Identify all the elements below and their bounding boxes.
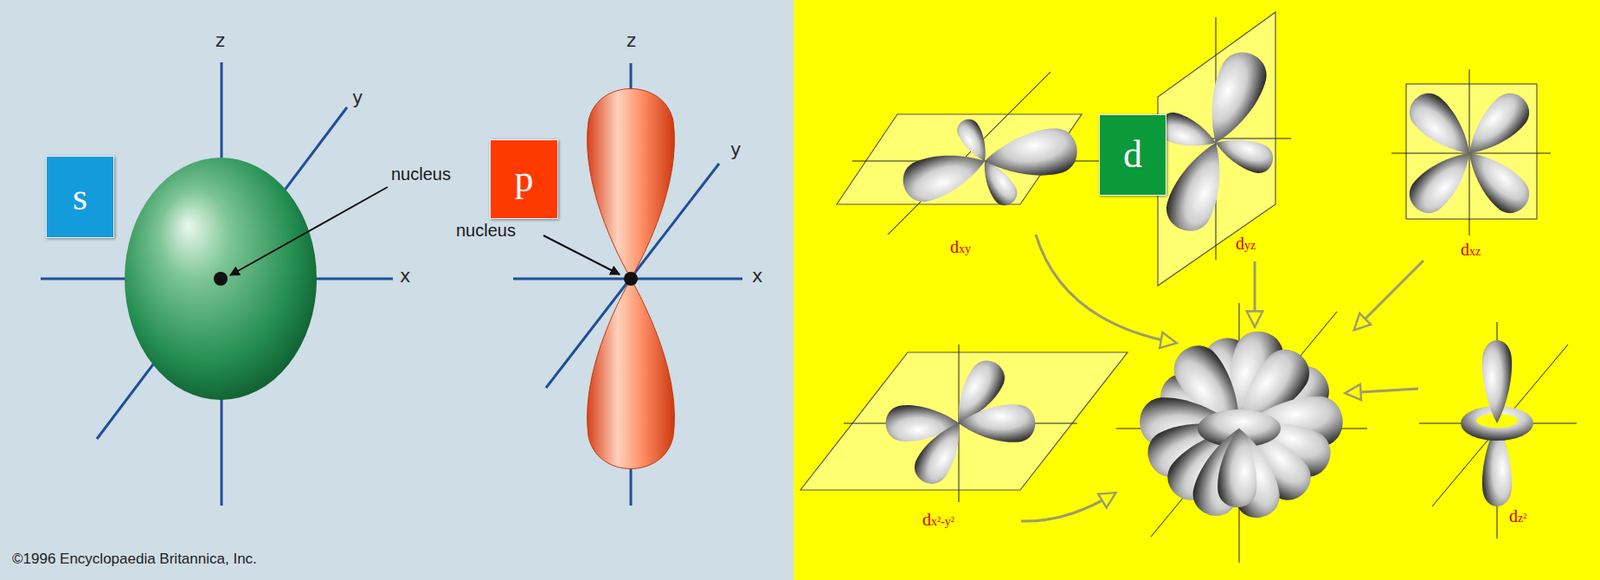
lobe [1482, 340, 1512, 424]
dx2y2-orbital [800, 344, 1128, 502]
lobe [1456, 140, 1537, 221]
combine-arrow [1346, 388, 1419, 393]
p-badge: p [489, 139, 559, 219]
nucleus-label: nucleus [456, 220, 516, 240]
s-badge: s [45, 155, 115, 238]
axis-label: x [751, 266, 763, 287]
axis-label: z [626, 31, 637, 52]
lobe [1194, 44, 1274, 152]
leader-line [230, 186, 388, 276]
lobe [908, 414, 974, 490]
lobe [981, 125, 1080, 185]
combine-arrows [1021, 234, 1424, 521]
combine-arrow [1355, 260, 1424, 329]
lobe [1217, 422, 1286, 523]
copyright-text: ©1996 Encyclopaedia Britannica, Inc. [12, 551, 258, 568]
axis-label: z [215, 31, 225, 52]
left-panel [0, 0, 794, 580]
leader-line [543, 235, 620, 275]
plane [800, 352, 1128, 490]
y-axis [96, 107, 347, 439]
orbital-label: dz² [1509, 506, 1527, 526]
axis-label: y [730, 140, 741, 161]
p-orbital-lobe [587, 278, 675, 470]
axis-label: x [399, 266, 411, 287]
lobe [1216, 427, 1259, 508]
dxz-orbital [1391, 69, 1551, 236]
p-axes [513, 63, 743, 506]
combine-arrow [1035, 234, 1176, 343]
combined-d-orbitals [1116, 302, 1368, 563]
combine-arrow [1253, 261, 1257, 326]
lobe [1159, 134, 1238, 238]
nucleus-label: nucleus [391, 164, 451, 184]
combine-arrow [1021, 493, 1115, 521]
s-orbital-sphere [124, 157, 317, 400]
badge-letter: s [72, 178, 88, 217]
dz2-orbital [1419, 321, 1577, 539]
orbital-label: dxz [1460, 239, 1481, 259]
dxy-orbital [836, 71, 1123, 235]
orbital-label: dyz [1235, 233, 1256, 253]
orbital-label: dxy [950, 237, 971, 257]
axis-label: y [352, 88, 363, 109]
badge-letter: p [514, 160, 534, 199]
lobe [1401, 140, 1483, 221]
badge-letter: d [1123, 135, 1143, 174]
nucleus-dot [213, 271, 228, 286]
right-panel [793, 0, 1600, 580]
nucleus-dot [623, 271, 638, 286]
lobe [897, 141, 991, 207]
lobe [958, 404, 1035, 443]
d-badge: d [1098, 114, 1167, 196]
p-orbital-lobe [587, 89, 675, 280]
orbital-label: dx²-y² [922, 509, 955, 529]
s-axes [40, 62, 393, 506]
